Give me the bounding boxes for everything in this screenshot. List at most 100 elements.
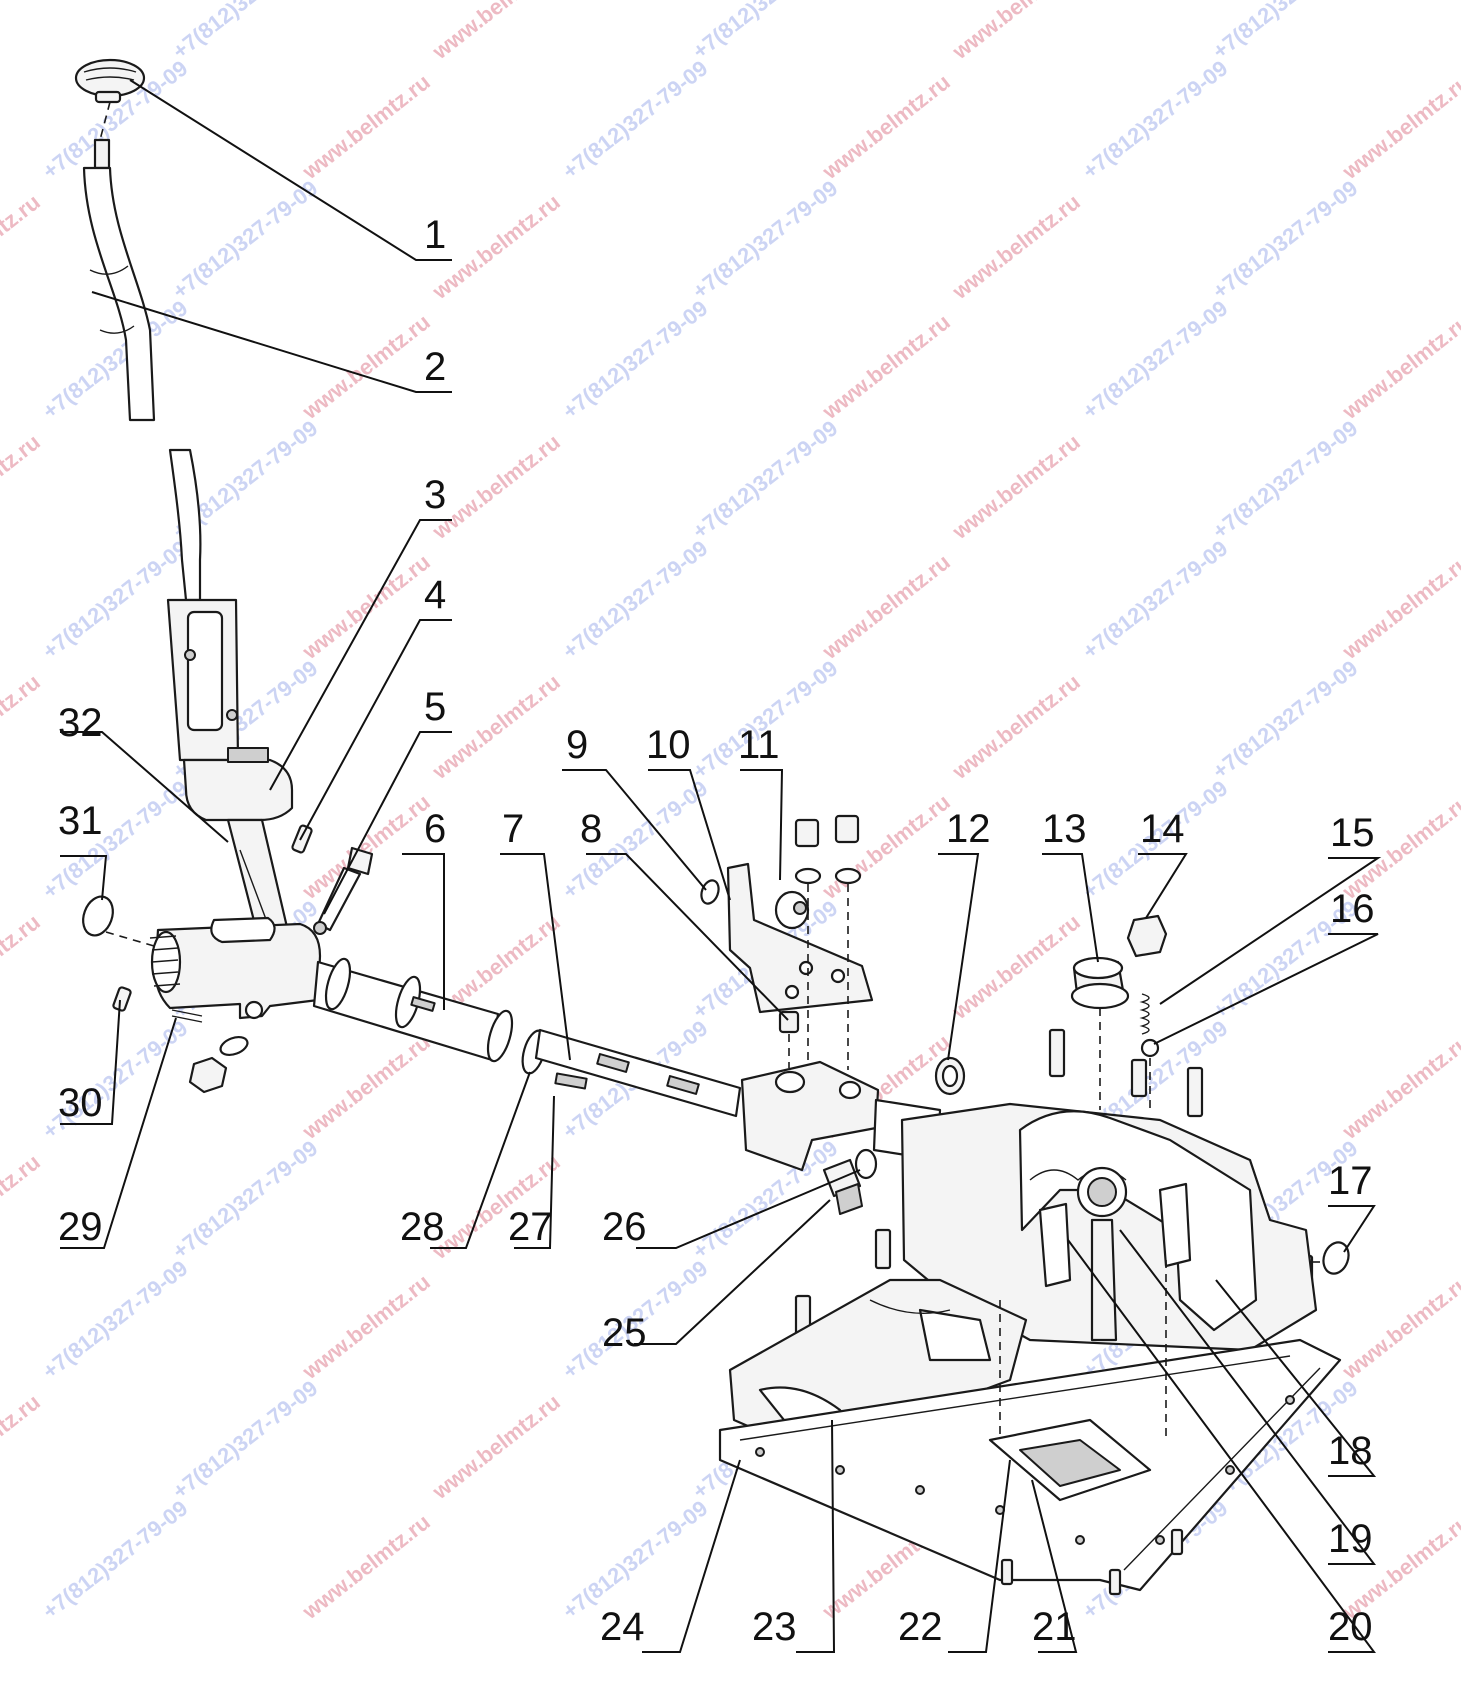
watermark-phone: +7(812)327-79-09 [168, 1135, 323, 1264]
part-knob [74, 58, 146, 104]
callout-labels: 1 2 3 4 5 6 7 8 9 10 11 12 13 14 15 16 1… [58, 213, 1375, 1649]
watermark-url: www.belmtz.ru [427, 1389, 565, 1504]
watermark-url: www.belmtz.ru [427, 429, 565, 544]
watermark-url: www.belmtz.ru [817, 549, 955, 664]
part-main-housing [900, 1102, 1318, 1352]
watermark-phone: +7(812)327-79-09 [558, 535, 713, 664]
watermark-url: www.belmtz.ru [297, 69, 435, 184]
callout-7: 7 [502, 807, 524, 851]
callout-6: 6 [424, 807, 446, 851]
watermark-url: www.belmtz.ru [297, 1269, 435, 1384]
watermark-url: www.belmtz.ru [297, 309, 435, 424]
watermark-phone: +7(812)327-79-09 [1078, 55, 1233, 184]
callout-18: 18 [1328, 1429, 1373, 1473]
watermark-phone: +7(812)327-79-09 [688, 0, 843, 64]
part-cap-small [82, 895, 114, 937]
watermark-url: www.belmtz.ru [0, 0, 45, 65]
watermark-phone: +7(812)327-79-09 [168, 1375, 323, 1504]
watermark-url: www.belmtz.ru [0, 1389, 45, 1504]
watermark-url: www.belmtz.ru [947, 669, 1085, 784]
watermark-phone: +7(812)327-79-09 [168, 0, 323, 64]
part-pin-small [112, 986, 132, 1012]
part-lower-lever [166, 448, 294, 822]
part-inspection-cover [988, 1260, 1184, 1596]
callout-16: 16 [1330, 887, 1375, 931]
watermark-phone: +7(812)327-79-09 [688, 415, 843, 544]
leader-lines [60, 79, 1382, 1653]
watermark-url: www.belmtz.ru [1337, 69, 1461, 184]
part-plug [778, 1010, 800, 1068]
watermark-url: www.belmtz.ru [1337, 309, 1461, 424]
watermark-phone: +7(812)327-79-09 [38, 1495, 193, 1624]
watermark-url: www.belmtz.ru [0, 909, 45, 1024]
callout-9: 9 [566, 723, 588, 767]
part-sleeve [312, 957, 514, 1063]
callout-10: 10 [646, 723, 691, 767]
watermark-phone: +7(812)327-79-09 [168, 175, 323, 304]
callout-17: 17 [1328, 1159, 1373, 1203]
callout-24: 24 [600, 1605, 645, 1649]
watermark-url: www.belmtz.ru [0, 669, 45, 784]
watermark-phone: +7(812)327-79-09 [38, 295, 193, 424]
watermark-phone: +7(812)327-79-09 [558, 55, 713, 184]
part-pin [291, 824, 313, 854]
callout-3: 3 [424, 473, 446, 517]
part-shaft-housing [149, 916, 322, 1020]
callout-2: 2 [424, 345, 446, 389]
callout-27: 27 [508, 1205, 553, 1249]
watermark-phone: +7(812)327-79-09 [1208, 0, 1363, 64]
callout-11: 11 [738, 723, 780, 767]
watermark-url: www.belmtz.ru [947, 189, 1085, 304]
callout-1: 1 [424, 213, 446, 257]
callout-31: 31 [58, 799, 103, 843]
callout-25: 25 [602, 1311, 647, 1355]
watermark-phone: +7(812)327-79-09 [1208, 415, 1363, 544]
callout-19: 19 [1328, 1517, 1373, 1561]
watermark-url: www.belmtz.ru [947, 0, 1085, 65]
watermark-url: www.belmtz.ru [297, 1029, 435, 1144]
callout-26: 26 [602, 1205, 647, 1249]
watermark-phone: +7(812)327-79-09 [688, 175, 843, 304]
part-shaft [534, 1028, 742, 1118]
watermark-phone: +7(812)327-79-09 [1208, 175, 1363, 304]
watermark-url: www.belmtz.ru [1337, 1029, 1461, 1144]
part-key [554, 1072, 588, 1090]
watermark-phone: +7(812)327-79-09 [38, 1255, 193, 1384]
callout-5: 5 [424, 685, 446, 729]
watermark-url: www.belmtz.ru [0, 1149, 45, 1264]
part-sensor [822, 1148, 878, 1215]
part-seal [934, 1056, 966, 1096]
callout-20: 20 [1328, 1605, 1373, 1649]
callout-28: 28 [400, 1205, 445, 1249]
watermark-url: www.belmtz.ru [1337, 549, 1461, 664]
watermark-url: www.belmtz.ru [427, 669, 565, 784]
watermark-url: www.belmtz.ru [817, 309, 955, 424]
callout-22: 22 [898, 1605, 943, 1649]
watermark-phone: +7(812)327-79-09 [558, 295, 713, 424]
watermark-url: www.belmtz.ru [817, 789, 955, 904]
part-bracket [700, 814, 874, 1070]
callout-4: 4 [424, 573, 446, 617]
part-cotter [171, 1009, 203, 1023]
part-upper-rod [82, 138, 156, 422]
part-bolt [313, 846, 374, 935]
watermark-url: www.belmtz.ru [427, 189, 565, 304]
callout-15: 15 [1330, 811, 1375, 855]
watermark-phone: +7(812)327-79-09 [1078, 295, 1233, 424]
callout-23: 23 [752, 1605, 797, 1649]
part-nut [188, 1035, 249, 1094]
assembly-lines [99, 101, 1320, 1263]
watermark-url: www.belmtz.ru [297, 549, 435, 664]
watermark-url: www.belmtz.ru [1337, 1269, 1461, 1384]
callout-14: 14 [1140, 807, 1185, 851]
callout-29: 29 [58, 1205, 103, 1249]
watermark-url: www.belmtz.ru [427, 0, 565, 65]
watermark-phone: +7(812)327-79-09 [1208, 655, 1363, 784]
callout-30: 30 [58, 1081, 103, 1125]
watermark-url: www.belmtz.ru [817, 69, 955, 184]
callout-13: 13 [1042, 807, 1087, 851]
watermark-url: www.belmtz.ru [947, 429, 1085, 544]
callout-21: 21 [1032, 1605, 1077, 1649]
watermark-url: www.belmtz.ru [0, 429, 45, 544]
